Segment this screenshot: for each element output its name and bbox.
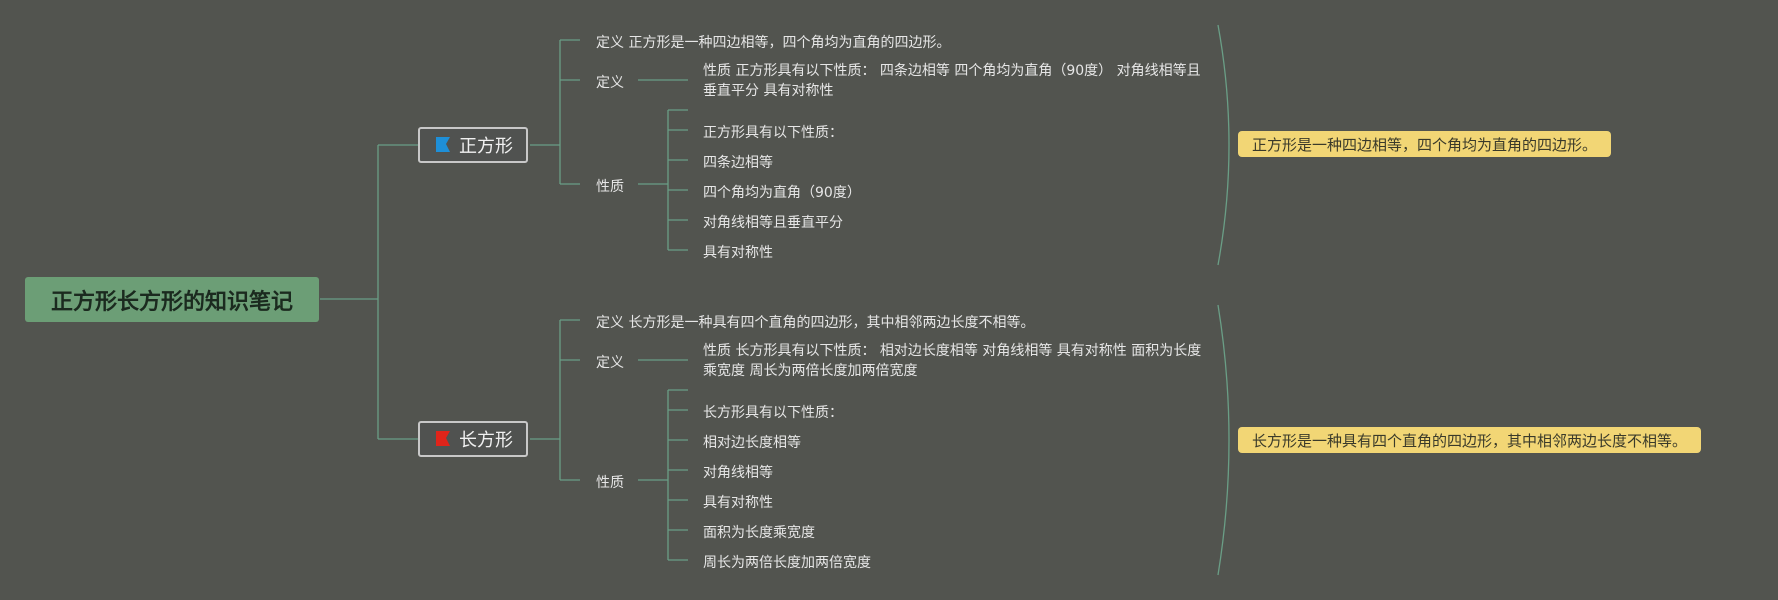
rect-property-item[interactable]: 周长为两倍长度加两倍宽度 bbox=[703, 555, 871, 571]
square-property-item[interactable]: 具有对称性 bbox=[703, 245, 773, 261]
summary-brace-square bbox=[1217, 24, 1230, 266]
rect-property-item[interactable]: 面积为长度乘宽度 bbox=[703, 525, 815, 541]
rect-property-item[interactable]: 相对边长度相等 bbox=[703, 435, 801, 451]
connector-rect bbox=[530, 319, 580, 481]
square-property-item[interactable]: 正方形具有以下性质： bbox=[703, 125, 843, 141]
branch-rectangle[interactable]: 长方形 bbox=[418, 421, 528, 457]
square-summary[interactable]: 正方形是一种四边相等，四个角均为直角的四边形。 bbox=[1238, 131, 1612, 157]
connector-square bbox=[530, 39, 580, 185]
branch-square[interactable]: 正方形 bbox=[418, 127, 528, 163]
rect-summary[interactable]: 长方形是一种具有四个直角的四边形，其中相邻两边长度不相等。 bbox=[1238, 427, 1702, 453]
rect-property-item[interactable]: 对角线相等 bbox=[703, 465, 773, 481]
branch-square-label: 正方形 bbox=[459, 136, 513, 157]
square-property-item[interactable]: 四条边相等 bbox=[703, 155, 773, 171]
summary-brace-rect bbox=[1217, 304, 1230, 576]
red-flag-icon bbox=[436, 431, 450, 446]
square-definition-text[interactable]: 性质 正方形具有以下性质： 四条边相等 四个角均为直角（90度） 对角线相等且垂… bbox=[703, 63, 1201, 99]
rect-definition-text[interactable]: 性质 长方形具有以下性质： 相对边长度相等 对角线相等 具有对称性 面积为长度乘… bbox=[703, 343, 1202, 379]
rect-property-item[interactable]: 长方形具有以下性质： bbox=[703, 405, 843, 421]
square-property-item[interactable]: 四个角均为直角（90度） bbox=[703, 185, 861, 201]
rect-property-item[interactable]: 具有对称性 bbox=[703, 495, 773, 511]
square-definition-label[interactable]: 定义 bbox=[596, 75, 624, 91]
square-top-definition[interactable]: 定义 正方形是一种四边相等，四个角均为直角的四边形。 bbox=[596, 35, 951, 51]
branch-rectangle-label: 长方形 bbox=[459, 430, 513, 451]
blue-flag-icon bbox=[436, 137, 450, 152]
rect-top-definition[interactable]: 定义 长方形是一种具有四个直角的四边形，其中相邻两边长度不相等。 bbox=[596, 315, 1035, 331]
rect-properties-label[interactable]: 性质 bbox=[596, 475, 624, 491]
rect-definition-label[interactable]: 定义 bbox=[596, 355, 624, 371]
connector-square-props bbox=[638, 109, 688, 251]
square-properties-label[interactable]: 性质 bbox=[596, 179, 624, 195]
square-property-item[interactable]: 对角线相等且垂直平分 bbox=[703, 215, 843, 231]
connector-rect-props bbox=[638, 389, 688, 561]
connector-root bbox=[320, 144, 418, 440]
root-topic[interactable]: 正方形长方形的知识笔记 bbox=[25, 277, 319, 322]
